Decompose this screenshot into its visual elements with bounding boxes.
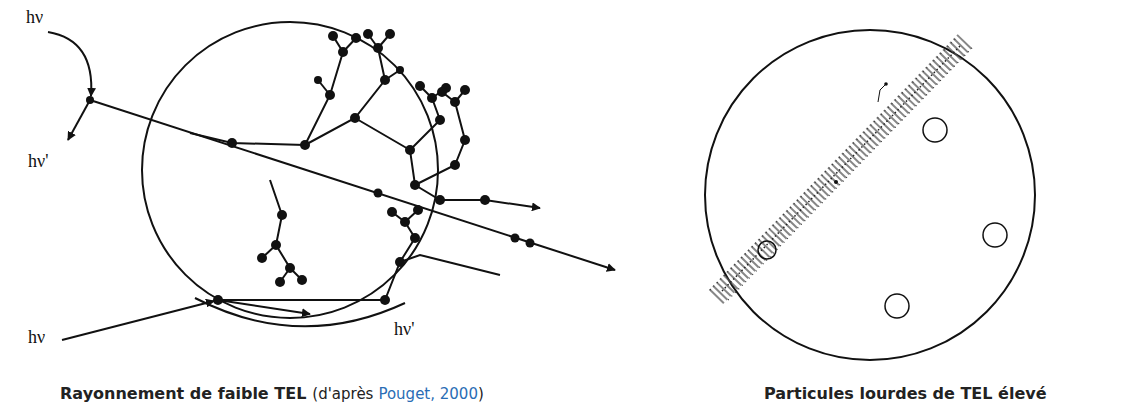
low-let-figure [48,22,615,340]
caption-text: ) [478,385,484,403]
high-let-figure [705,30,1035,360]
photon-label: hν' [394,318,414,340]
figure-caption: Rayonnement de faible TEL (d'après Pouget,… [60,384,484,403]
photon-label: hν [28,326,45,348]
caption-text: Rayonnement de faible TEL [60,384,306,403]
photon-label: hν [26,6,43,28]
caption-text: Particules lourdes de TEL élevé [764,384,1047,403]
caption-text: (d'après [312,385,373,403]
caption-text: Pouget, 2000 [378,385,478,403]
interaction-dots [86,29,535,305]
figure-caption: Particules lourdes de TEL élevé [764,384,1047,403]
photon-label: hν' [28,150,48,172]
